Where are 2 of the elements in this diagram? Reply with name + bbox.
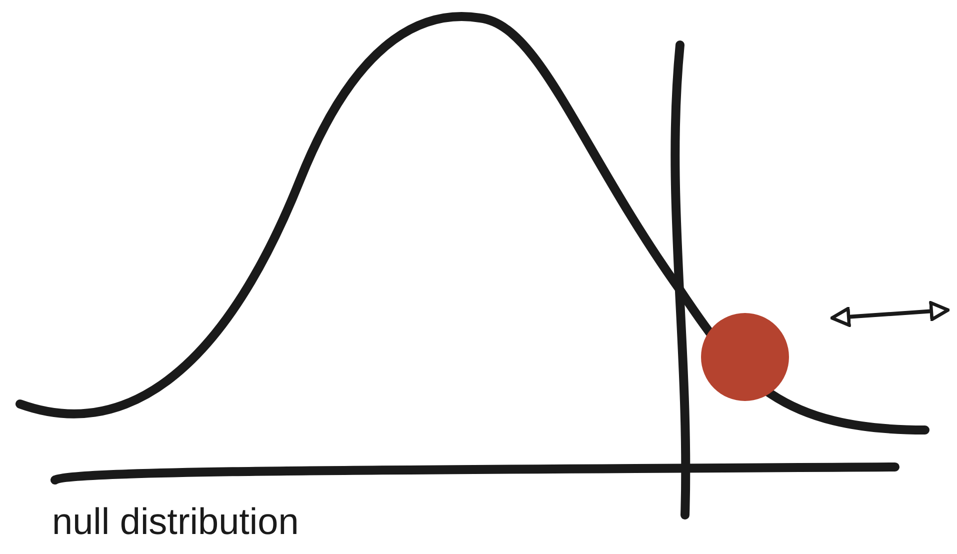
- axis-caption: null distribution: [52, 503, 299, 540]
- observed-value-dot: [701, 313, 789, 401]
